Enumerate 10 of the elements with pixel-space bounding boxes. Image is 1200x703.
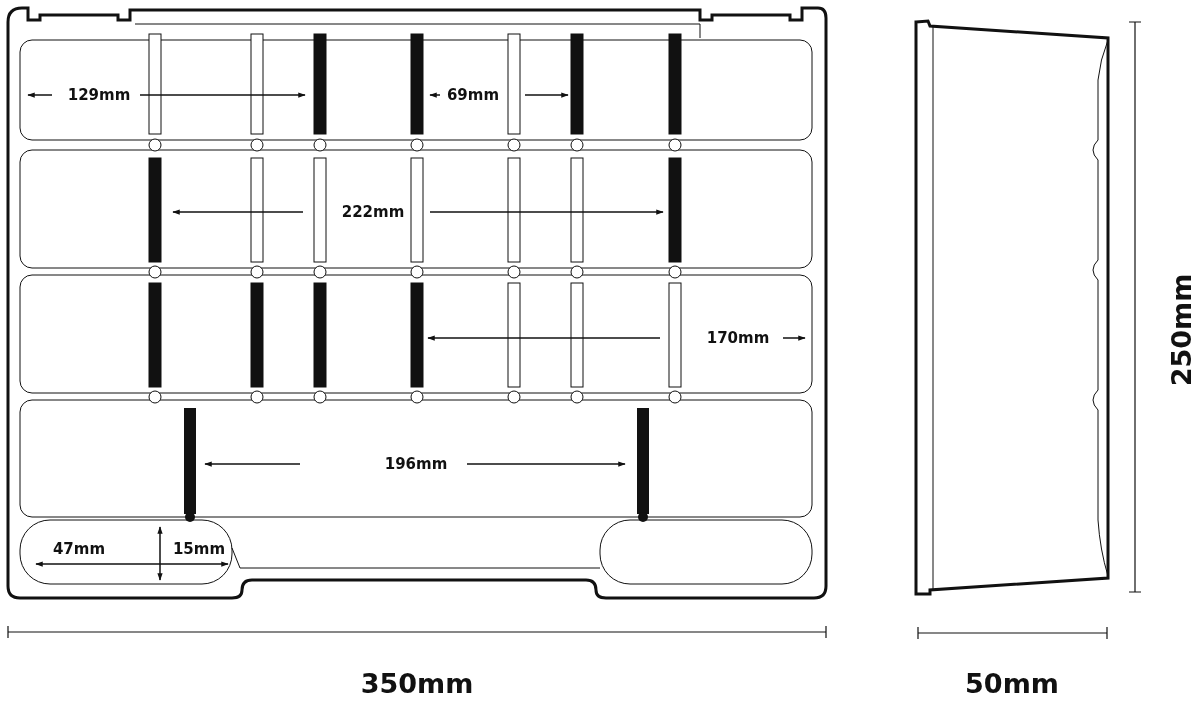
dimension-label: 170mm (706, 330, 770, 346)
dimension-label: 50mm (965, 669, 1059, 697)
dimension-label: 15mm (172, 541, 226, 557)
dimension-label: 47mm (52, 541, 106, 557)
dimension-label: 250mm (1167, 273, 1195, 387)
dimension-label: 222mm (341, 204, 405, 220)
dimension-label: 129mm (67, 87, 131, 103)
dimension-label: 69mm (446, 87, 500, 103)
dimension-label: 350mm (360, 669, 474, 697)
dimension-label: 196mm (384, 456, 448, 472)
